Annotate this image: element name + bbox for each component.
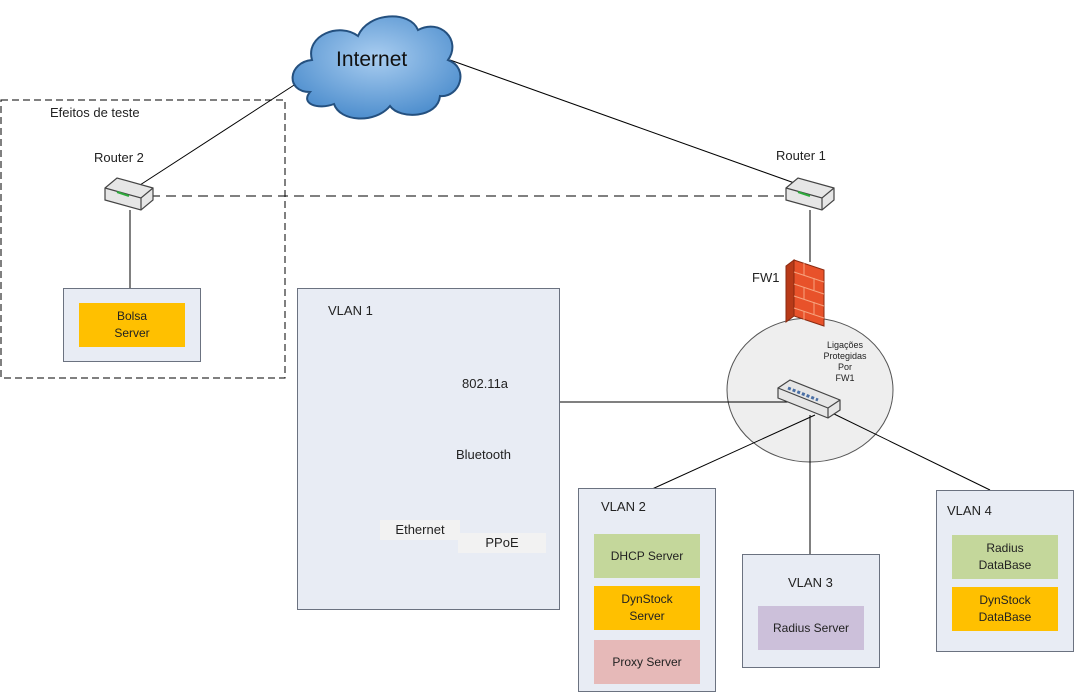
protected-zone-label: Ligações Protegidas Por FW1: [815, 340, 875, 384]
internet-cloud-icon: [291, 15, 462, 120]
test-zone-boundary: [0, 99, 286, 379]
radius-server: Radius Server: [758, 606, 864, 650]
protected-zone-line4: FW1: [835, 373, 855, 383]
router2-label: Router 2: [94, 150, 144, 165]
router1-label: Router 1: [776, 148, 826, 163]
dynstock-db-line2: DataBase: [978, 610, 1032, 624]
firewall-label: FW1: [752, 270, 780, 285]
radius-db-line1: Radius: [986, 541, 1024, 555]
vlan1-container: VLAN 1: [297, 288, 560, 610]
vlan4-container: VLAN 4 Radius DataBase DynStock DataBase: [936, 490, 1074, 652]
router2-icon: [104, 177, 154, 211]
bluetooth-label: Bluetooth: [456, 447, 511, 462]
vlan3-container: VLAN 3 Radius Server: [742, 554, 880, 668]
protected-zone-line1: Ligações: [826, 340, 864, 350]
proxy-server: Proxy Server: [594, 640, 700, 684]
vlan4-title: VLAN 4: [947, 503, 992, 518]
bolsa-line2: Server: [114, 326, 150, 340]
vlan2-container: VLAN 2 DHCP Server DynStock Server Proxy…: [578, 488, 716, 692]
bolsa-container: Bolsa Server: [63, 288, 201, 362]
bolsa-line1: Bolsa: [116, 309, 148, 323]
link-switch-vlan4: [829, 411, 991, 491]
vlan1-title: VLAN 1: [328, 303, 373, 318]
pppoe-label: PPoE: [458, 533, 546, 553]
vlan3-title: VLAN 3: [788, 575, 833, 590]
dynstock-server: DynStock Server: [594, 586, 700, 630]
vlan2-title: VLAN 2: [601, 499, 646, 514]
link-internet-router2: [139, 77, 306, 186]
test-zone-label: Efeitos de teste: [50, 105, 140, 120]
radius-db-line2: DataBase: [978, 558, 1032, 572]
wifi-label: 802.11a: [462, 376, 509, 391]
switch-icon: [777, 379, 841, 419]
radius-database: Radius DataBase: [952, 535, 1058, 579]
dynstock-server-line2: Server: [629, 609, 665, 623]
dynstock-db-line1: DynStock: [979, 593, 1031, 607]
protected-zone-line2: Protegidas: [823, 351, 867, 361]
protected-zone-line3: Por: [837, 362, 852, 372]
link-internet-router1: [449, 59, 801, 186]
firewall-icon: [785, 259, 825, 327]
internet-label: Internet: [336, 48, 408, 71]
dhcp-server: DHCP Server: [594, 534, 700, 578]
link-switch-vlan2: [649, 414, 816, 491]
dynstock-server-line1: DynStock: [621, 592, 673, 606]
router1-icon: [785, 177, 835, 211]
bolsa-server: Bolsa Server: [79, 303, 185, 347]
ethernet-label: Ethernet: [380, 520, 460, 540]
dynstock-database: DynStock DataBase: [952, 587, 1058, 631]
